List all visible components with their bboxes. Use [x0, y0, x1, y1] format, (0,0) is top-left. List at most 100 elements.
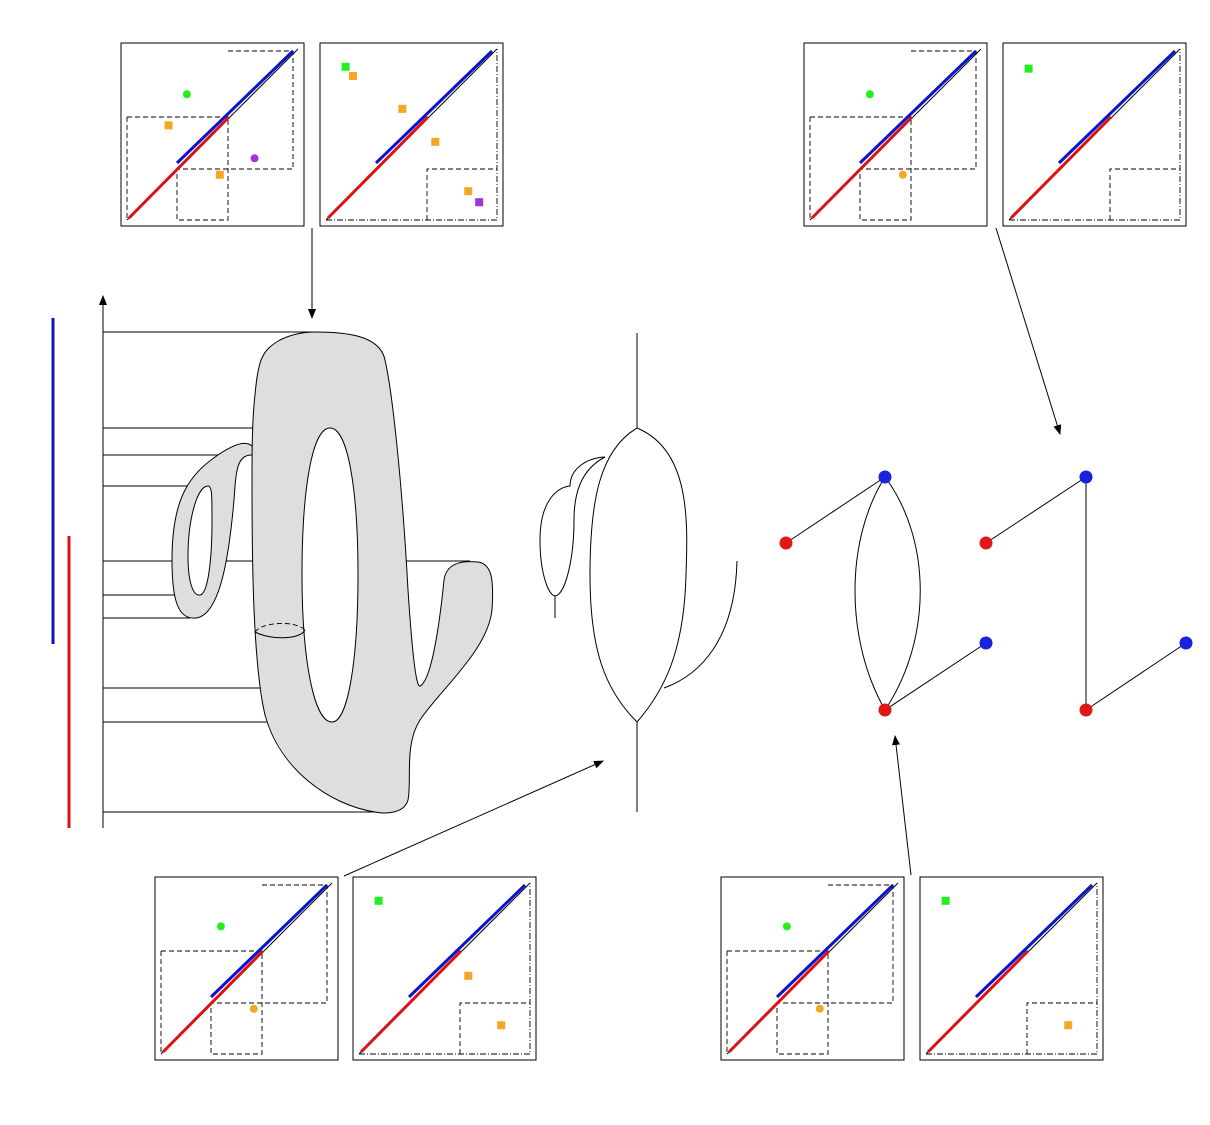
graph-edge	[884, 476, 921, 711]
diagram-point-orange	[464, 187, 473, 196]
extended-box-edge	[926, 883, 1098, 1055]
red-diagonal-segment	[326, 115, 430, 220]
sublevel-box-outline	[161, 950, 263, 1055]
surface-main-body	[251, 331, 494, 814]
diagram-point-green	[865, 90, 874, 99]
graph-with-cycle	[779, 470, 993, 717]
graph-node-blue	[979, 636, 993, 650]
diagram-point-orange	[464, 971, 473, 980]
red-diagonal-segment	[1009, 115, 1113, 220]
persistence-panel	[720, 876, 905, 1061]
graph-node-red	[878, 703, 892, 717]
surface-neck-hidden	[254, 623, 306, 633]
reeb-right-branch	[663, 560, 738, 689]
diagram-point-green	[941, 896, 950, 905]
diagram-point-green	[341, 62, 350, 71]
surface-left-hole	[187, 485, 213, 596]
diagram-point-orange	[249, 1004, 258, 1013]
diagram-point-green	[1024, 64, 1033, 73]
surface-neck-curve	[254, 629, 306, 639]
persistence-panel	[919, 876, 1104, 1061]
sublevel-box-outline	[727, 950, 829, 1055]
superlevel-box-outline	[211, 884, 328, 1004]
blue-diagonal-segment	[374, 49, 494, 165]
blue-diagonal-segment	[175, 49, 295, 165]
arrows	[308, 227, 1062, 877]
graph-node-blue	[1179, 636, 1193, 650]
merge-graphs	[779, 470, 1193, 717]
surface-main-hole	[301, 427, 359, 723]
red-diagonal-segment	[127, 115, 231, 220]
persistence-panel	[803, 42, 988, 227]
diagram-point-orange	[898, 170, 907, 179]
persistence-panel	[154, 876, 339, 1061]
extended-corner-box	[426, 168, 497, 220]
red-diagonal-segment	[926, 949, 1030, 1054]
diagram-point-orange	[1064, 1021, 1073, 1030]
panel-group-bottom-left	[154, 876, 537, 1061]
superlevel-box-outline	[777, 884, 894, 1004]
blue-diagonal-segment	[407, 883, 527, 999]
graph-edge	[1085, 642, 1187, 711]
height-axis	[51, 295, 107, 828]
extended-corner-box	[1026, 1002, 1097, 1054]
diagram-point-green	[182, 90, 191, 99]
graph-edge	[985, 476, 1087, 544]
diagram-point-orange	[215, 170, 224, 179]
extended-corner-box	[459, 1002, 530, 1054]
diagram-point-purple	[250, 154, 259, 163]
arrow-bottom-left-to-reeb	[343, 760, 604, 877]
surface-shape	[171, 331, 494, 814]
reeb-main-loop	[589, 427, 688, 723]
red-diagonal-segment	[810, 115, 914, 220]
arrow-bottom-right-to-graph	[892, 735, 912, 876]
graph-node-blue	[878, 470, 892, 484]
graph-node-red	[779, 536, 793, 550]
blue-diagonal-segment	[775, 883, 895, 999]
graph-tree	[979, 470, 1193, 717]
superlevel-box-outline	[177, 50, 294, 170]
diagram-point-green	[374, 896, 383, 905]
persistence-panel	[1002, 42, 1187, 227]
diagram-point-orange	[164, 121, 173, 130]
panel-group-bottom-right	[720, 876, 1104, 1061]
diagram-point-orange	[348, 71, 357, 80]
extended-box-edge	[1009, 49, 1181, 221]
sublevel-box-outline	[127, 116, 229, 221]
extended-box-edge	[359, 883, 531, 1055]
extended-box-edge	[326, 49, 498, 221]
blue-diagonal-segment	[209, 883, 329, 999]
panel-group-top-left	[120, 42, 504, 227]
diagram-point-orange	[398, 104, 407, 113]
persistence-diagram-panels	[120, 42, 1187, 1061]
graph-node-red	[979, 536, 993, 550]
persistence-panel	[319, 42, 504, 227]
surface-left-handle	[171, 442, 256, 619]
persistence-panel	[120, 42, 305, 227]
sublevel-box-outline	[810, 116, 912, 221]
diagram-point-purple	[475, 198, 484, 207]
graph-node-blue	[1079, 470, 1093, 484]
diagram-point-orange	[497, 1021, 506, 1030]
arrow-top-right-to-tree	[995, 227, 1062, 435]
red-diagonal-segment	[161, 949, 265, 1054]
panel-group-top-right	[803, 42, 1187, 227]
red-diagonal-segment	[727, 949, 831, 1054]
diagram-point-orange	[815, 1004, 824, 1013]
diagram-point-green	[782, 922, 791, 931]
blue-diagonal-segment	[974, 883, 1094, 999]
graph-node-red	[1079, 703, 1093, 717]
diagram-point-green	[216, 922, 225, 931]
reeb-graph	[539, 333, 738, 812]
persistence-panel	[352, 876, 537, 1061]
graph-edge	[785, 476, 886, 544]
extended-corner-box	[1109, 168, 1180, 220]
diagram-point-orange	[431, 137, 440, 146]
blue-diagonal-segment	[1057, 49, 1177, 165]
reeb-side-loop	[539, 456, 606, 597]
graph-edge	[854, 476, 886, 711]
graph-edge	[884, 642, 987, 711]
blue-diagonal-segment	[858, 49, 978, 165]
superlevel-box-outline	[860, 50, 977, 170]
